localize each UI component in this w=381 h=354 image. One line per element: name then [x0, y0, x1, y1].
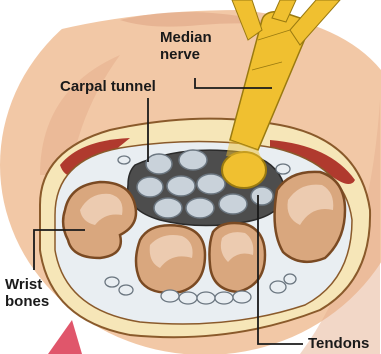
carpal-tunnel-label: Carpal tunnel — [60, 78, 156, 95]
tendon — [219, 194, 247, 214]
wrist-bones-label: Wrist bones — [5, 276, 49, 310]
tendon — [154, 198, 182, 218]
tendons-label: Tendons — [308, 335, 369, 352]
tendon — [186, 198, 214, 218]
median-nerve-label: Median nerve — [160, 29, 212, 63]
tendon — [179, 150, 207, 170]
tendon — [197, 174, 225, 194]
tendon — [137, 177, 163, 197]
tendon — [251, 187, 273, 205]
tendon — [146, 154, 172, 174]
tendon — [167, 176, 195, 196]
